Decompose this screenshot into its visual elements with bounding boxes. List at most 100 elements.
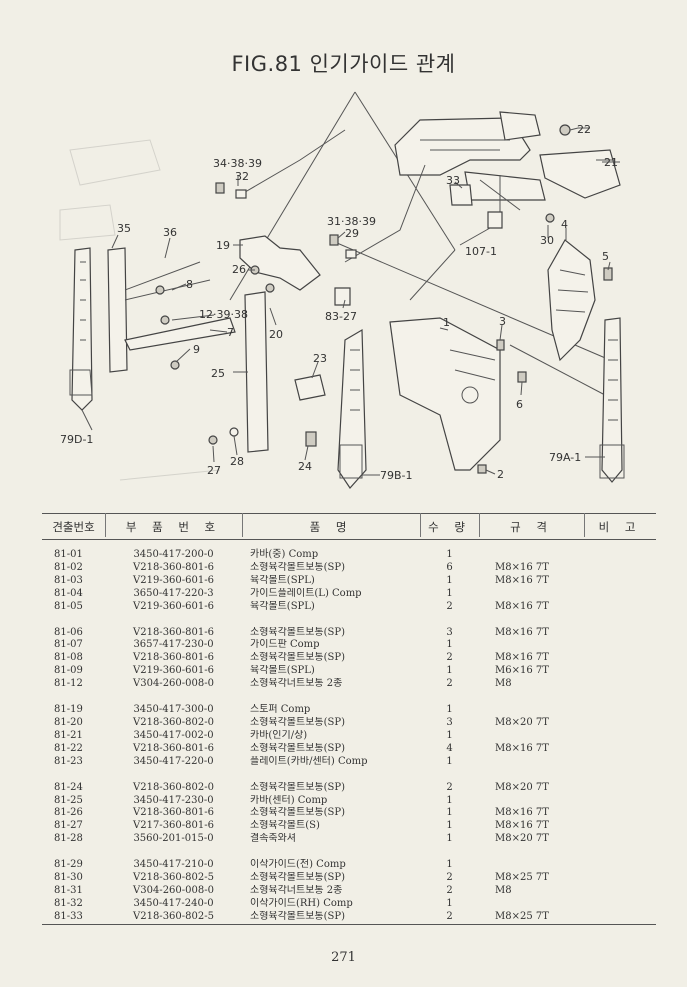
part-34-bolt — [215, 182, 225, 194]
cell-index-no: 81-30 — [54, 872, 83, 884]
cell-spec: M8×16 7T — [495, 626, 549, 638]
cell-quantity: 2 — [446, 678, 453, 690]
part-22-bolt — [559, 124, 571, 136]
cell-quantity: 1 — [446, 897, 453, 909]
cell-quantity: 6 — [446, 561, 453, 573]
cell-quantity: 1 — [446, 587, 453, 599]
cell-index-no: 81-24 — [54, 781, 83, 793]
header-index-no: 견출번호 — [42, 513, 105, 540]
table-header-row: 견출번호 부 품 번 호 품 명 수 량 규 격 비 고 — [42, 513, 656, 540]
header-divider — [242, 513, 243, 537]
cell-part-no: V218-360-802-0 — [133, 781, 214, 793]
callout-25: 25 — [211, 367, 225, 380]
cell-index-no: 81-06 — [54, 626, 83, 638]
cell-remarks — [584, 639, 656, 652]
part-79A-1-guide — [599, 317, 625, 483]
cell-part-no: V219-360-601-6 — [133, 574, 214, 586]
cell-index-no: 81-25 — [54, 794, 83, 806]
part-79D-1-guide — [69, 247, 93, 411]
header-part-name: 품 명 — [242, 513, 420, 540]
cell-quantity: 2 — [446, 600, 453, 612]
exploded-parts-diagram: 22 21 34·38·39 32 33 31·38·39 29 30 4 10… — [59, 91, 625, 489]
cell-spec: M8×25 7T — [479, 910, 584, 925]
cell-part-name: 소형육각볼트(S) — [250, 820, 320, 832]
callout-79D-1: 79D-1 — [60, 433, 93, 446]
cell-part-no: V218-360-801-6 — [133, 742, 214, 754]
cell-quantity: 1 — [446, 755, 453, 767]
callout-2: 2 — [497, 468, 504, 481]
cell-remarks — [584, 540, 656, 562]
cell-remarks — [584, 588, 656, 601]
cell-part-no: V304-260-008-0 — [133, 884, 214, 896]
callout-7: 7 — [227, 326, 234, 339]
cell-quantity: 1 — [446, 549, 453, 560]
cell-index-no: 81-26 — [54, 807, 83, 819]
cell-quantity: 1 — [446, 665, 453, 677]
cell-part-no: V219-360-601-6 — [133, 600, 214, 612]
header-part-no: 부 품 번 호 — [105, 513, 242, 540]
cell-part-name: 소형육각볼트보통(SP) — [250, 561, 345, 573]
cell-remarks — [584, 665, 656, 678]
cell-quantity: 1 — [446, 807, 453, 819]
cell-spec — [479, 704, 584, 717]
cell-part-no: 3560-201-015-0 — [133, 833, 214, 845]
callout-79B-1: 79B-1 — [380, 469, 413, 482]
cell-quantity: 1 — [446, 574, 453, 586]
cell-part-name: 소형육각볼트보통(SP) — [250, 742, 345, 754]
cell-spec — [479, 795, 584, 808]
part-25-bar — [244, 291, 269, 453]
cell-remarks — [584, 782, 656, 795]
upper-frame-assembly — [394, 111, 546, 225]
callout-3: 3 — [499, 315, 506, 328]
cell-index-no: 81-20 — [54, 716, 83, 728]
cell-quantity: 1 — [446, 794, 453, 806]
cell-quantity: 1 — [446, 833, 453, 845]
cell-quantity: 2 — [446, 652, 453, 664]
cell-remarks — [584, 601, 656, 614]
cell-spec — [479, 730, 584, 743]
cell-quantity: 1 — [446, 729, 453, 741]
cell-remarks — [584, 885, 656, 898]
cell-part-name: 소형육각볼트보통(SP) — [250, 652, 345, 664]
callout-31: 31·38·39 — [327, 215, 376, 228]
cell-spec — [479, 898, 584, 911]
cell-index-no: 81-08 — [54, 652, 83, 664]
cell-part-no: V218-360-802-5 — [105, 910, 242, 925]
cell-index-no: 81-28 — [54, 833, 83, 845]
cell-spec: M8×25 7T — [495, 872, 549, 884]
cell-remarks — [584, 562, 656, 575]
group-spacer — [42, 846, 656, 859]
cell-remarks — [584, 872, 656, 885]
cell-remarks — [584, 756, 656, 769]
cell-part-name: 스토퍼 Comp — [250, 704, 311, 716]
cell-index-no: 81-09 — [54, 665, 83, 677]
callout-22: 22 — [577, 123, 591, 136]
header-divider — [105, 513, 106, 537]
cell-remarks — [584, 795, 656, 808]
cell-part-name: 소형육각너트보통 2종 — [250, 678, 343, 690]
cell-quantity: 1 — [446, 820, 453, 832]
cell-part-name: 가이드판 Comp — [250, 639, 320, 651]
callout-4: 4 — [561, 218, 568, 231]
cell-quantity: 4 — [446, 742, 453, 754]
cell-part-name: 카바(센터) Comp — [250, 794, 328, 806]
cell-part-no: 3650-417-220-3 — [133, 587, 214, 599]
part-1-cover — [389, 317, 501, 471]
cell-part-no: 3450-417-002-0 — [133, 729, 214, 741]
cell-remarks — [584, 627, 656, 640]
cell-index-no: 81-02 — [54, 561, 83, 573]
cell-index-no: 81-01 — [54, 549, 83, 560]
cell-spec: M8×16 7T — [495, 820, 549, 832]
callout-12: 12·39·38 — [199, 308, 248, 321]
